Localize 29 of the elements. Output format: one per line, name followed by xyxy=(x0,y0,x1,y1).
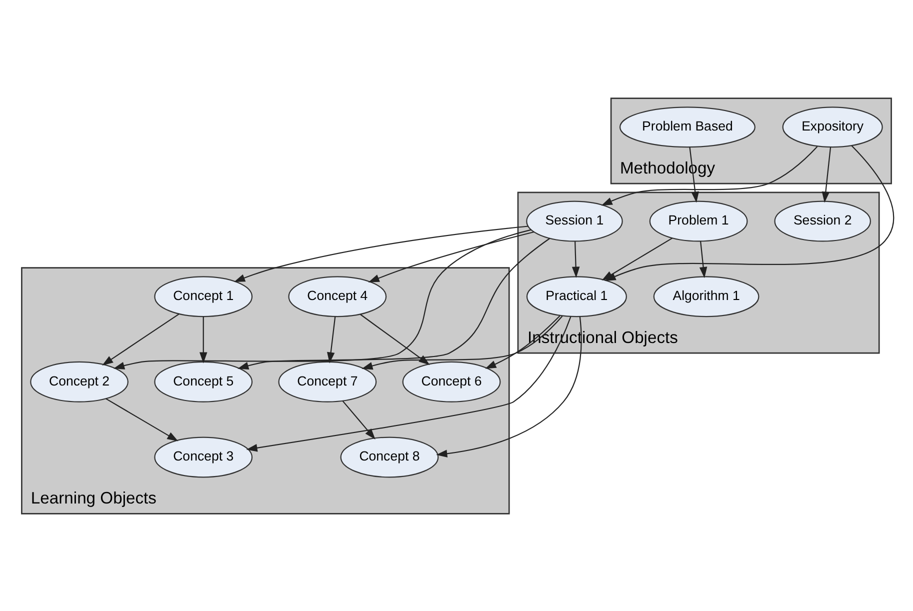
arrow xyxy=(485,314,560,368)
arrow xyxy=(368,230,534,282)
arrow xyxy=(360,314,430,364)
arrow xyxy=(200,316,208,363)
arrow xyxy=(327,316,336,363)
node-ellipse: Concept 8 xyxy=(340,436,439,478)
arrow xyxy=(822,146,832,202)
node-ellipse: Problem Based xyxy=(619,106,756,148)
node-ellipse: Concept 4 xyxy=(288,276,387,317)
node-ellipse: Session 1 xyxy=(526,200,623,242)
node-ellipse: Algorithm 1 xyxy=(653,276,760,317)
arrow xyxy=(436,316,582,457)
arrow xyxy=(362,315,563,370)
arrow xyxy=(106,398,178,441)
node-ellipse: Session 2 xyxy=(774,200,871,242)
node-ellipse: Practical 1 xyxy=(526,276,627,317)
arrow xyxy=(342,400,376,440)
arrow xyxy=(699,240,708,278)
node-ellipse: Concept 1 xyxy=(154,276,253,317)
node-ellipse: Expository xyxy=(782,106,883,148)
arrow xyxy=(601,146,818,206)
arrow xyxy=(246,316,572,452)
arrow xyxy=(572,241,580,278)
arrow xyxy=(113,228,532,369)
node-ellipse: Concept 3 xyxy=(154,436,253,478)
arrow xyxy=(234,225,528,282)
node-ellipse: Problem 1 xyxy=(649,200,748,242)
arrow xyxy=(102,312,180,366)
arrow xyxy=(237,237,550,369)
